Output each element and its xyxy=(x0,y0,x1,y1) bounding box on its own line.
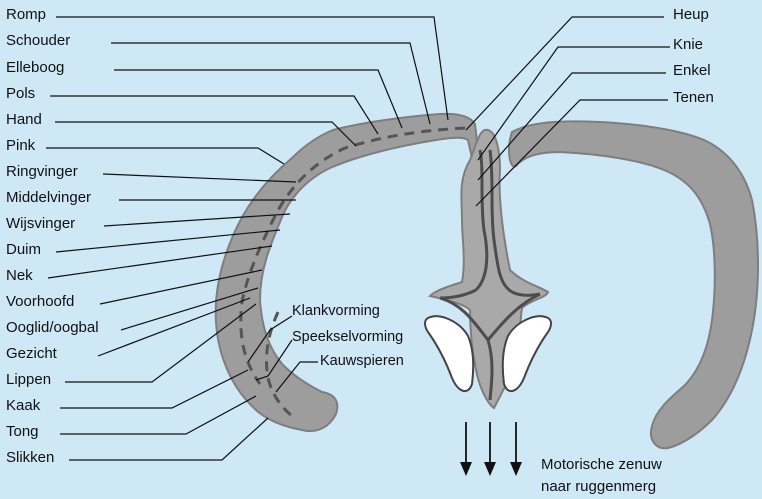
label-pols: Pols xyxy=(6,85,35,102)
label-middelvinger: Middelvinger xyxy=(6,189,91,206)
label-voorhoofd: Voorhoofd xyxy=(6,293,74,310)
label-ooglid-oogbal: Ooglid/oogbal xyxy=(6,319,99,336)
label-kaak: Kaak xyxy=(6,397,40,414)
left-hemisphere-cortex xyxy=(216,114,478,431)
label-tenen: Tenen xyxy=(673,89,714,106)
label-elleboog: Elleboog xyxy=(6,59,64,76)
label-gezicht: Gezicht xyxy=(6,345,57,362)
label-romp: Romp xyxy=(6,6,46,23)
label-wijsvinger: Wijsvinger xyxy=(6,215,75,232)
label-slikken: Slikken xyxy=(6,449,54,466)
label-nek: Nek xyxy=(6,267,33,284)
right-hemisphere-cortex xyxy=(509,121,758,448)
label-schouder: Schouder xyxy=(6,32,70,49)
down-arrows xyxy=(460,422,522,476)
motor-note-line1: Motorische zenuw xyxy=(541,456,662,473)
label-hand: Hand xyxy=(6,111,42,128)
label-kauwspieren: Kauwspieren xyxy=(320,353,404,370)
label-tong: Tong xyxy=(6,423,39,440)
left-ventricle xyxy=(425,316,473,391)
label-pink: Pink xyxy=(6,137,35,154)
label-ringvinger: Ringvinger xyxy=(6,163,78,180)
down-arrow-icon xyxy=(484,422,496,476)
label-heup: Heup xyxy=(673,6,709,23)
label-duim: Duim xyxy=(6,241,41,258)
down-arrow-icon xyxy=(460,422,472,476)
leader-lines xyxy=(46,17,670,460)
down-arrow-icon xyxy=(510,422,522,476)
label-speekselvorming: Speekselvorming xyxy=(292,329,403,346)
label-enkel: Enkel xyxy=(673,62,711,79)
label-knie: Knie xyxy=(673,36,703,53)
label-klankvorming: Klankvorming xyxy=(292,303,380,320)
label-lippen: Lippen xyxy=(6,371,51,388)
motor-note-line2: naar ruggenmerg xyxy=(541,478,656,495)
